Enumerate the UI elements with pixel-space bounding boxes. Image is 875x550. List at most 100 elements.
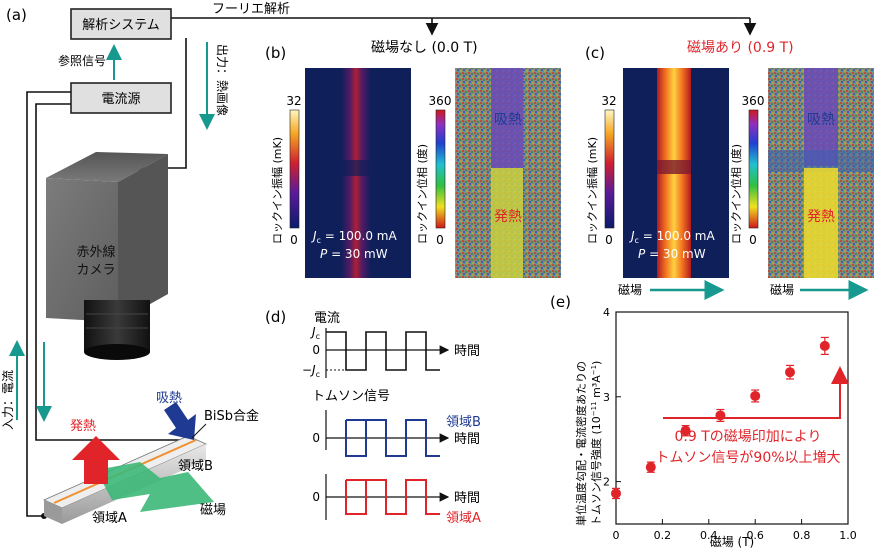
phase-strip-top-b — [491, 68, 523, 168]
field-label-c-amp: 磁場 — [618, 282, 642, 297]
x-tick-label: 0 — [613, 529, 620, 542]
analysis-system-label: 解析システム — [82, 18, 160, 33]
regionb-waveform-label: 領域B — [446, 414, 481, 430]
camera-front — [46, 178, 118, 322]
regionb-waveform — [345, 419, 440, 457]
heat-release-label: 発熱 — [70, 419, 96, 434]
alloy-pointer — [191, 423, 207, 439]
annotation-line1: 0.9 Tの磁場印加により — [675, 429, 822, 445]
jc-tick: Jc — [310, 325, 320, 341]
phase-axis-label-c: ロックイン位相 (度) — [729, 144, 743, 244]
p-label-c: P = 30 mW — [638, 247, 706, 261]
data-point — [750, 390, 761, 401]
alloy-label: BiSb合金 — [204, 408, 259, 424]
camera-top — [46, 152, 168, 182]
phase-strip-top-c — [804, 68, 838, 166]
x-tick-label: 0.6 — [746, 529, 764, 542]
sample-bar-end — [44, 500, 62, 524]
phase-max-c: 360 — [742, 94, 765, 108]
x-tick-label: 1.0 — [839, 529, 857, 542]
heat-release-arrow — [72, 436, 120, 484]
current-waveform — [326, 331, 440, 371]
x-tick-label: 0.8 — [793, 529, 811, 542]
chart-layer: 0 0.2 0.4 0.6 0.8 1.0 2 3 4 — [603, 306, 857, 542]
release-label-c: 発熱 — [807, 209, 835, 225]
heat-absorb-label: 吸熱 — [156, 391, 182, 406]
camera-lens-front — [84, 344, 150, 360]
y-tick-label: 3 — [603, 391, 610, 404]
phase-colorbar-b — [435, 109, 446, 229]
plot-frame — [615, 311, 849, 525]
reference-signal-label: 参照信号 — [58, 53, 106, 68]
time-label-current: 時間 — [454, 344, 480, 359]
amplitude-gap-c — [657, 160, 691, 174]
phase-band-c — [768, 150, 874, 172]
y-axis-label-line1: 単位温度勾配・電流密度あたりの — [574, 361, 588, 526]
output-label: 出力：熱画像 — [215, 44, 229, 116]
panel-label-a: (a) — [6, 6, 27, 24]
x-axis-label: 磁場 (T) — [710, 534, 755, 549]
amp-min-b: 0 — [290, 233, 298, 247]
amp-max-b: 32 — [286, 94, 301, 108]
amplitude-gap-b — [341, 160, 371, 176]
panel-c-title: 磁場あり (0.9 T) — [687, 40, 794, 56]
jc-label-c: Jc = 100.0 mA — [629, 229, 715, 245]
jc-label-b: Jc = 100.0 mA — [311, 229, 397, 245]
input-label: 入力：電流 — [1, 370, 15, 430]
phase-min-b: 0 — [436, 233, 444, 247]
x-tick-label: 0.4 — [700, 529, 718, 542]
amp-axis-label-b: ロックイン振幅 (mK) — [270, 137, 284, 244]
current-source-box — [70, 82, 172, 114]
y-axis-label-line2: トムソン信号強度 (10−11 m³A−1) — [589, 361, 603, 526]
time-label-a: 時間 — [454, 491, 480, 506]
amplitude-colorbar-c — [604, 109, 615, 229]
phase-max-b: 360 — [429, 94, 452, 108]
y-tick-label: 4 — [603, 306, 610, 319]
field-arrow — [96, 462, 214, 512]
fourier-label: フーリエ解析 — [212, 2, 290, 17]
x-tick-label: 0.2 — [654, 529, 672, 542]
current-title: 電流 — [314, 311, 340, 326]
zero-tick-b: 0 — [312, 431, 320, 445]
region-b-label: 領域B — [178, 458, 213, 474]
heat-absorb-arrow — [164, 402, 196, 440]
field-label-c-phase: 磁場 — [770, 282, 794, 297]
p-label-b: P = 30 mW — [320, 247, 388, 261]
panel-label-e: (e) — [550, 293, 571, 311]
amp-axis-label-c: ロックイン振幅 (mK) — [585, 137, 599, 244]
panel-label-d: (d) — [265, 308, 286, 326]
field-label-a: 磁場 — [200, 503, 226, 518]
regiona-waveform-label: 領域A — [446, 510, 481, 526]
regiona-waveform — [345, 479, 440, 515]
current-source-label: 電流源 — [101, 92, 140, 107]
data-point — [680, 425, 691, 436]
camera-side — [118, 154, 168, 322]
neg-jc-tick: −Jc — [302, 363, 320, 379]
phase-axis-label-b: ロックイン位相 (度) — [415, 144, 429, 244]
camera-label-line2: カメラ — [76, 263, 115, 278]
zero-tick-a: 0 — [312, 490, 320, 504]
annotation-arrow — [663, 366, 849, 419]
camera-lens — [84, 300, 150, 352]
absorb-label-c: 吸熱 — [807, 112, 835, 128]
camera-label-line1: 赤外線 — [76, 244, 115, 260]
amp-min-c: 0 — [605, 233, 613, 247]
thomson-title: トムソン信号 — [312, 389, 390, 404]
zero-tick-current: 0 — [312, 343, 320, 357]
annotation-line2: トムソン信号が90%以上増大 — [655, 450, 840, 466]
data-point — [611, 488, 621, 499]
analysis-system-box — [70, 8, 172, 40]
release-label-b: 発熱 — [494, 209, 522, 225]
panel-label-c: (c) — [585, 44, 605, 62]
phase-strip-bottom-b — [491, 168, 523, 278]
phase-strip-bottom-c — [804, 168, 838, 278]
absorb-label-b: 吸熱 — [494, 112, 522, 128]
y-tick-label: 2 — [603, 476, 610, 489]
current-wire-outer — [26, 91, 71, 517]
region-a-label: 領域A — [92, 510, 127, 526]
data-point — [785, 367, 795, 378]
amp-max-c: 32 — [601, 94, 616, 108]
current-wire-inner — [35, 103, 190, 441]
data-point — [645, 462, 656, 473]
